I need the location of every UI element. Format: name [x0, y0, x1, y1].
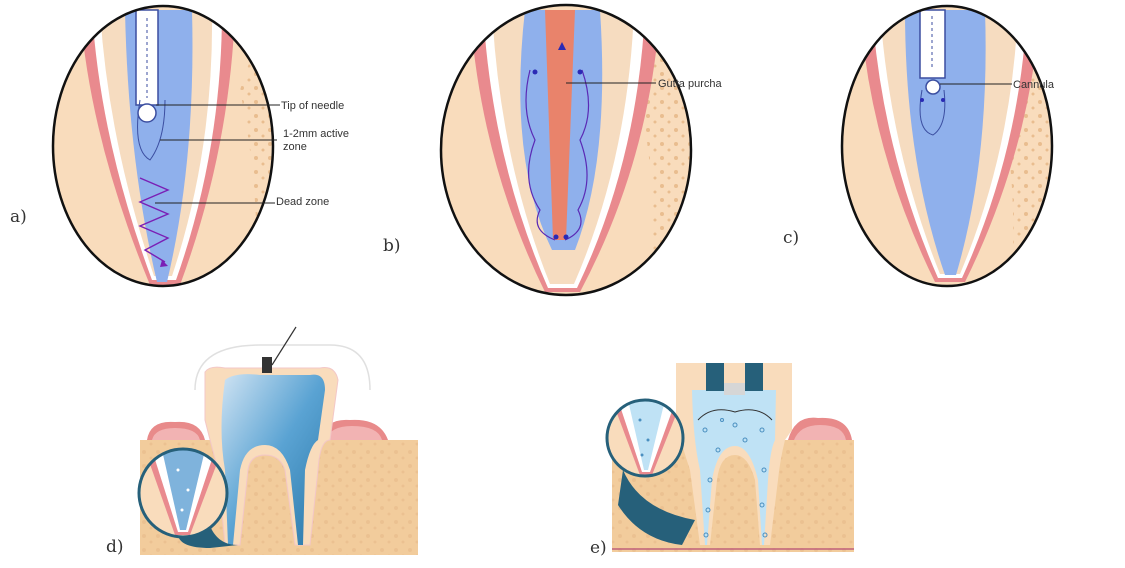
panel-e-tip-left [706, 363, 724, 391]
needle-tip-marker [138, 104, 156, 122]
panel-a: Tip of needle 1-2mm active zone Dead zon… [10, 0, 349, 300]
panel-d-needle-hub [262, 357, 272, 373]
panel-letter-b: b) [383, 236, 401, 256]
panel-c-tooth-section [830, 0, 1070, 300]
panel-letter-a: a) [10, 207, 27, 227]
panel-e: e) [590, 363, 854, 558]
panel-d: d) [106, 327, 418, 557]
panel-b: Gutta purcha b) [383, 0, 722, 310]
panel-d-needle [272, 327, 296, 365]
panel-letter-d: d) [106, 537, 124, 557]
panel-e-tip-right [745, 363, 763, 391]
label-active-zone-line2: zone [283, 141, 307, 153]
panel-letter-c: c) [783, 228, 799, 248]
label-dead-zone: Dead zone [276, 196, 329, 208]
panel-c: Cannula c) [783, 0, 1070, 300]
panel-b-tooth-section [430, 0, 710, 310]
panel-letter-e: e) [590, 538, 607, 558]
label-active-zone-line1: 1-2mm active [283, 128, 349, 140]
label-gutta-purcha: Gutta purcha [658, 78, 722, 90]
panel-a-tooth-section [40, 0, 300, 300]
label-cannula: Cannula [1013, 79, 1055, 91]
cannula-tip-marker [926, 80, 940, 94]
label-tip-of-needle: Tip of needle [281, 100, 344, 112]
panel-e-tip-bridge [724, 383, 745, 395]
